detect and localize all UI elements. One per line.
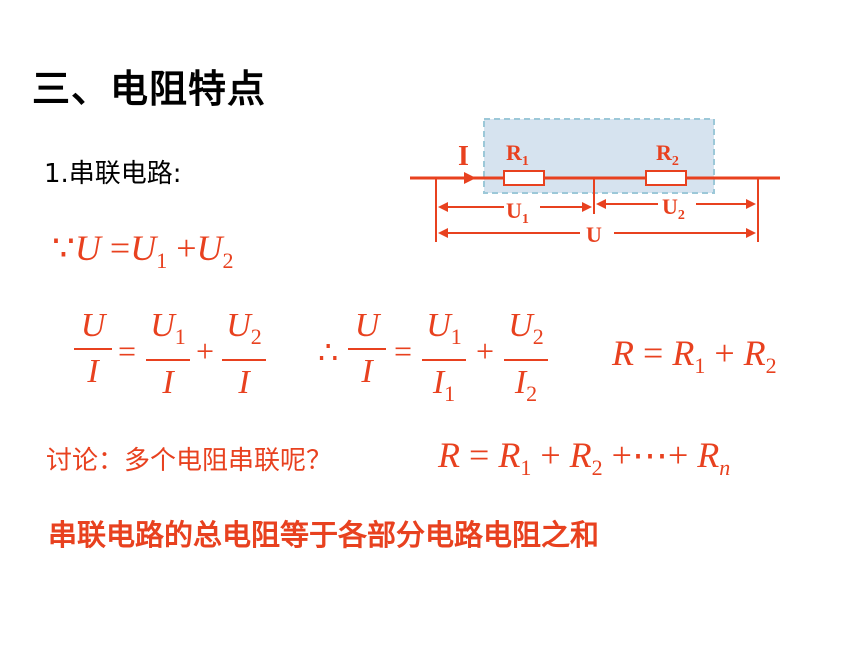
equation-general: R = R1 + R2 +⋯+ Rn <box>438 435 731 480</box>
equation-result: R = R1 + R2 <box>612 333 777 378</box>
u2-label: U2 <box>662 194 685 223</box>
resistor-r1 <box>503 170 545 186</box>
equation-because: ∵U =U1 +U2 <box>52 228 234 273</box>
discussion-question: 讨论：多个电阻串联呢？ <box>46 446 333 476</box>
u-total-label: U <box>586 222 602 247</box>
resistor-r2 <box>645 170 687 186</box>
r2-label: R2 <box>656 140 679 169</box>
conclusion-text: 串联电路的总电阻等于各部分电路电阻之和 <box>48 518 600 552</box>
page-title: 三、电阻特点 <box>32 67 267 111</box>
series-circuit-diagram: I R1 R2 U1 U2 U <box>410 118 780 247</box>
r1-label: R1 <box>506 140 529 169</box>
section-subtitle: 1.串联电路: <box>44 159 182 189</box>
current-arrow-icon <box>464 172 476 184</box>
u1-label: U1 <box>506 198 529 227</box>
current-label: I <box>458 141 469 172</box>
